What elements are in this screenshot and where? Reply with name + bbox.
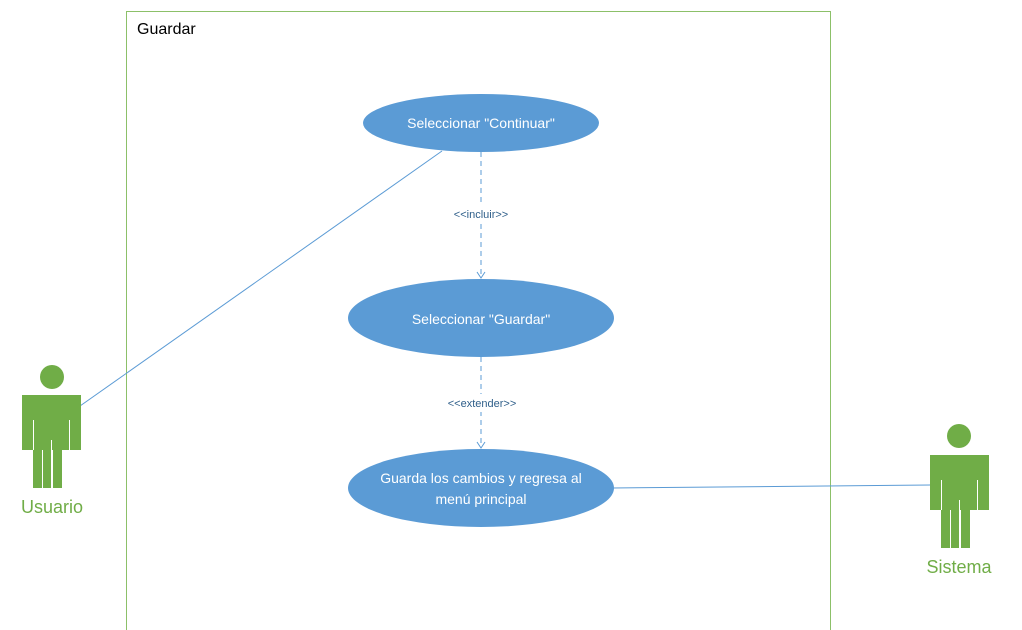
system-title: Guardar <box>137 21 196 38</box>
association-usuario-continuar <box>79 150 443 407</box>
usecase-guarda-label-line2: menú principal <box>435 491 526 507</box>
actor-usuario-label: Usuario <box>21 497 83 517</box>
usecase-guarda-ellipse <box>348 449 614 527</box>
usecase-seleccionar-continuar[interactable]: Seleccionar "Continuar" <box>363 94 599 152</box>
extend-label: <<extender>> <box>448 398 517 410</box>
actor-sistema[interactable]: Sistema <box>926 424 992 577</box>
usecase-guarda-cambios[interactable]: Guarda los cambios y regresa al menú pri… <box>348 449 614 527</box>
system-boundary <box>126 11 831 630</box>
usecase-guardar-label: Seleccionar "Guardar" <box>412 311 550 327</box>
usecase-guardar-ellipse <box>348 279 614 357</box>
include-label-bg <box>445 205 517 223</box>
association-guarda-sistema <box>611 484 932 489</box>
usecase-continuar-ellipse <box>363 94 599 152</box>
usecase-guarda-label-line1: Guarda los cambios y regresa al <box>380 470 582 486</box>
actor-usuario[interactable]: Usuario <box>21 365 83 517</box>
actor-sistema-label: Sistema <box>926 557 992 577</box>
usecase-seleccionar-guardar[interactable]: Seleccionar "Guardar" <box>348 279 614 357</box>
usecase-continuar-label: Seleccionar "Continuar" <box>407 115 555 131</box>
extend-label-bg <box>438 394 526 412</box>
include-label: <<incluir>> <box>454 209 508 221</box>
